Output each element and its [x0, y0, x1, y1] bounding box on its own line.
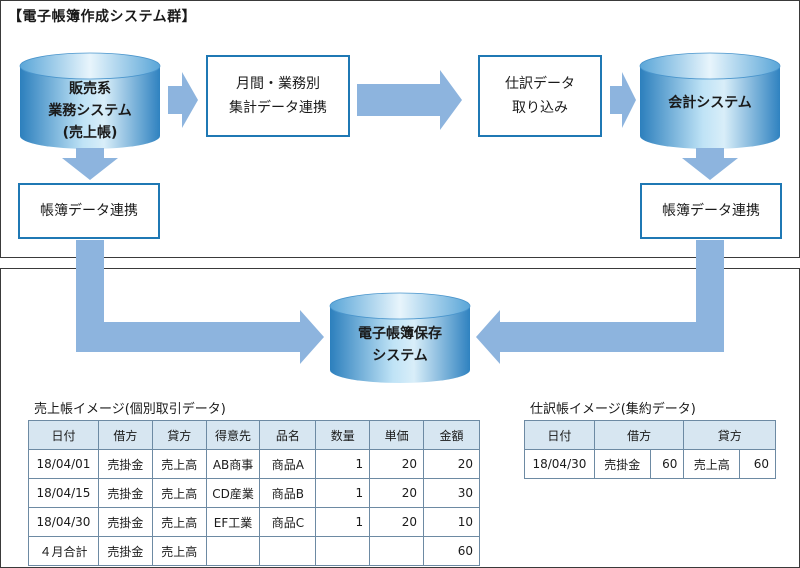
header-cell: 日付 [524, 420, 595, 450]
aggregation-line2: 集計データ連携 [229, 100, 327, 116]
credit-cell: 売上高 [151, 507, 207, 537]
storage-system-line1: 電子帳簿保存 [358, 326, 442, 342]
price-cell: 20 [369, 478, 425, 508]
sales-ledger-table: 日付 借方 貸方 得意先 品名 数量 単価 金額 18/04/01 売掛金 売上… [28, 420, 480, 566]
sales-system-line2: 業務システム [48, 103, 132, 119]
accounting-system-label: 会計システム [668, 95, 752, 111]
header-cell: 数量 [315, 420, 371, 450]
item-cell [259, 536, 317, 566]
credit-cell: 売上高 [151, 478, 207, 508]
table-row: 18/04/30 売掛金 売上高 EF工業 商品C 1 20 10 [28, 507, 480, 537]
table-row: 18/04/15 売掛金 売上高 CD産業 商品B 1 20 30 [28, 478, 480, 508]
credit-cell: 売上高 [151, 536, 207, 566]
sales-system-line1: 販売系 [69, 81, 111, 97]
header-cell: 貸方 [683, 420, 776, 450]
item-cell: 商品C [259, 507, 317, 537]
storage-system-label: 電子帳簿保存 システム [330, 318, 470, 372]
debit-cell: 売掛金 [97, 536, 153, 566]
qty-cell [315, 536, 371, 566]
amount-cell: 30 [423, 478, 480, 508]
journal-table-caption: 仕訳帳イメージ(集約データ) [530, 402, 696, 417]
qty-cell: 1 [315, 449, 371, 479]
customer-cell: AB商事 [205, 449, 261, 479]
price-cell [369, 536, 425, 566]
item-cell: 商品A [259, 449, 317, 479]
qty-cell: 1 [315, 478, 371, 508]
storage-system-cylinder [329, 292, 471, 383]
table-row: 18/04/30 売掛金 60 売上高 60 [524, 449, 776, 479]
header-cell: 借方 [593, 420, 685, 450]
qty-cell: 1 [315, 507, 371, 537]
table-header-row: 日付 借方 貸方 得意先 品名 数量 単価 金額 [28, 420, 480, 450]
table-header-row: 日付 借方 貸方 [524, 420, 776, 450]
accounting-system-cylinder [639, 52, 781, 149]
debit-cell: 売掛金 [97, 449, 153, 479]
item-cell: 商品B [259, 478, 317, 508]
price-cell: 20 [369, 449, 425, 479]
ledger-link-right-box: 帳簿データ連携 [640, 183, 782, 239]
debit-cell: 売掛金 [97, 507, 153, 537]
debit-cell: 売掛金 [97, 478, 153, 508]
date-cell: ４月合計 [28, 536, 99, 566]
sales-table-caption: 売上帳イメージ(個別取引データ) [34, 402, 226, 417]
header-cell: 日付 [28, 420, 99, 450]
date-cell: 18/04/30 [28, 507, 99, 537]
journal-import-line1: 仕訳データ [505, 76, 575, 92]
header-cell: 単価 [369, 420, 425, 450]
journal-import-box: 仕訳データ 取り込み [478, 55, 602, 137]
header-cell: 貸方 [151, 420, 207, 450]
sales-system-line3: (売上帳) [62, 125, 118, 141]
aggregation-line1: 月間・業務別 [236, 76, 320, 92]
credit-cell: 売上高 [151, 449, 207, 479]
amount-cell: 60 [423, 536, 480, 566]
date-cell: 18/04/15 [28, 478, 99, 508]
header-cell: 金額 [423, 420, 480, 450]
header-cell: 借方 [97, 420, 153, 450]
header-cell: 得意先 [205, 420, 261, 450]
table-row: 18/04/01 売掛金 売上高 AB商事 商品A 1 20 20 [28, 449, 480, 479]
customer-cell [205, 536, 261, 566]
sales-system-cylinder [19, 52, 161, 149]
journal-table: 日付 借方 貸方 18/04/30 売掛金 60 売上高 60 [524, 420, 776, 479]
sales-system-label: 販売系 業務システム (売上帳) [20, 76, 160, 146]
date-cell: 18/04/30 [524, 449, 595, 479]
price-cell: 20 [369, 507, 425, 537]
customer-cell: CD産業 [205, 478, 261, 508]
ledger-link-left-box: 帳簿データ連携 [18, 183, 160, 239]
debit-amount-cell: 60 [649, 449, 685, 479]
page-title: 【電子帳簿作成システム群】 [8, 9, 197, 25]
credit-amount-cell: 60 [739, 449, 776, 479]
flow-arrows [62, 70, 738, 364]
aggregation-box: 月間・業務別 集計データ連携 [206, 55, 350, 137]
credit-account-cell: 売上高 [683, 449, 741, 479]
storage-system-line2: システム [372, 348, 428, 364]
amount-cell: 20 [423, 449, 480, 479]
table-row: ４月合計 売掛金 売上高 60 [28, 536, 480, 566]
journal-import-line2: 取り込み [512, 100, 568, 116]
amount-cell: 10 [423, 507, 480, 537]
date-cell: 18/04/01 [28, 449, 99, 479]
header-cell: 品名 [259, 420, 317, 450]
debit-account-cell: 売掛金 [593, 449, 651, 479]
customer-cell: EF工業 [205, 507, 261, 537]
